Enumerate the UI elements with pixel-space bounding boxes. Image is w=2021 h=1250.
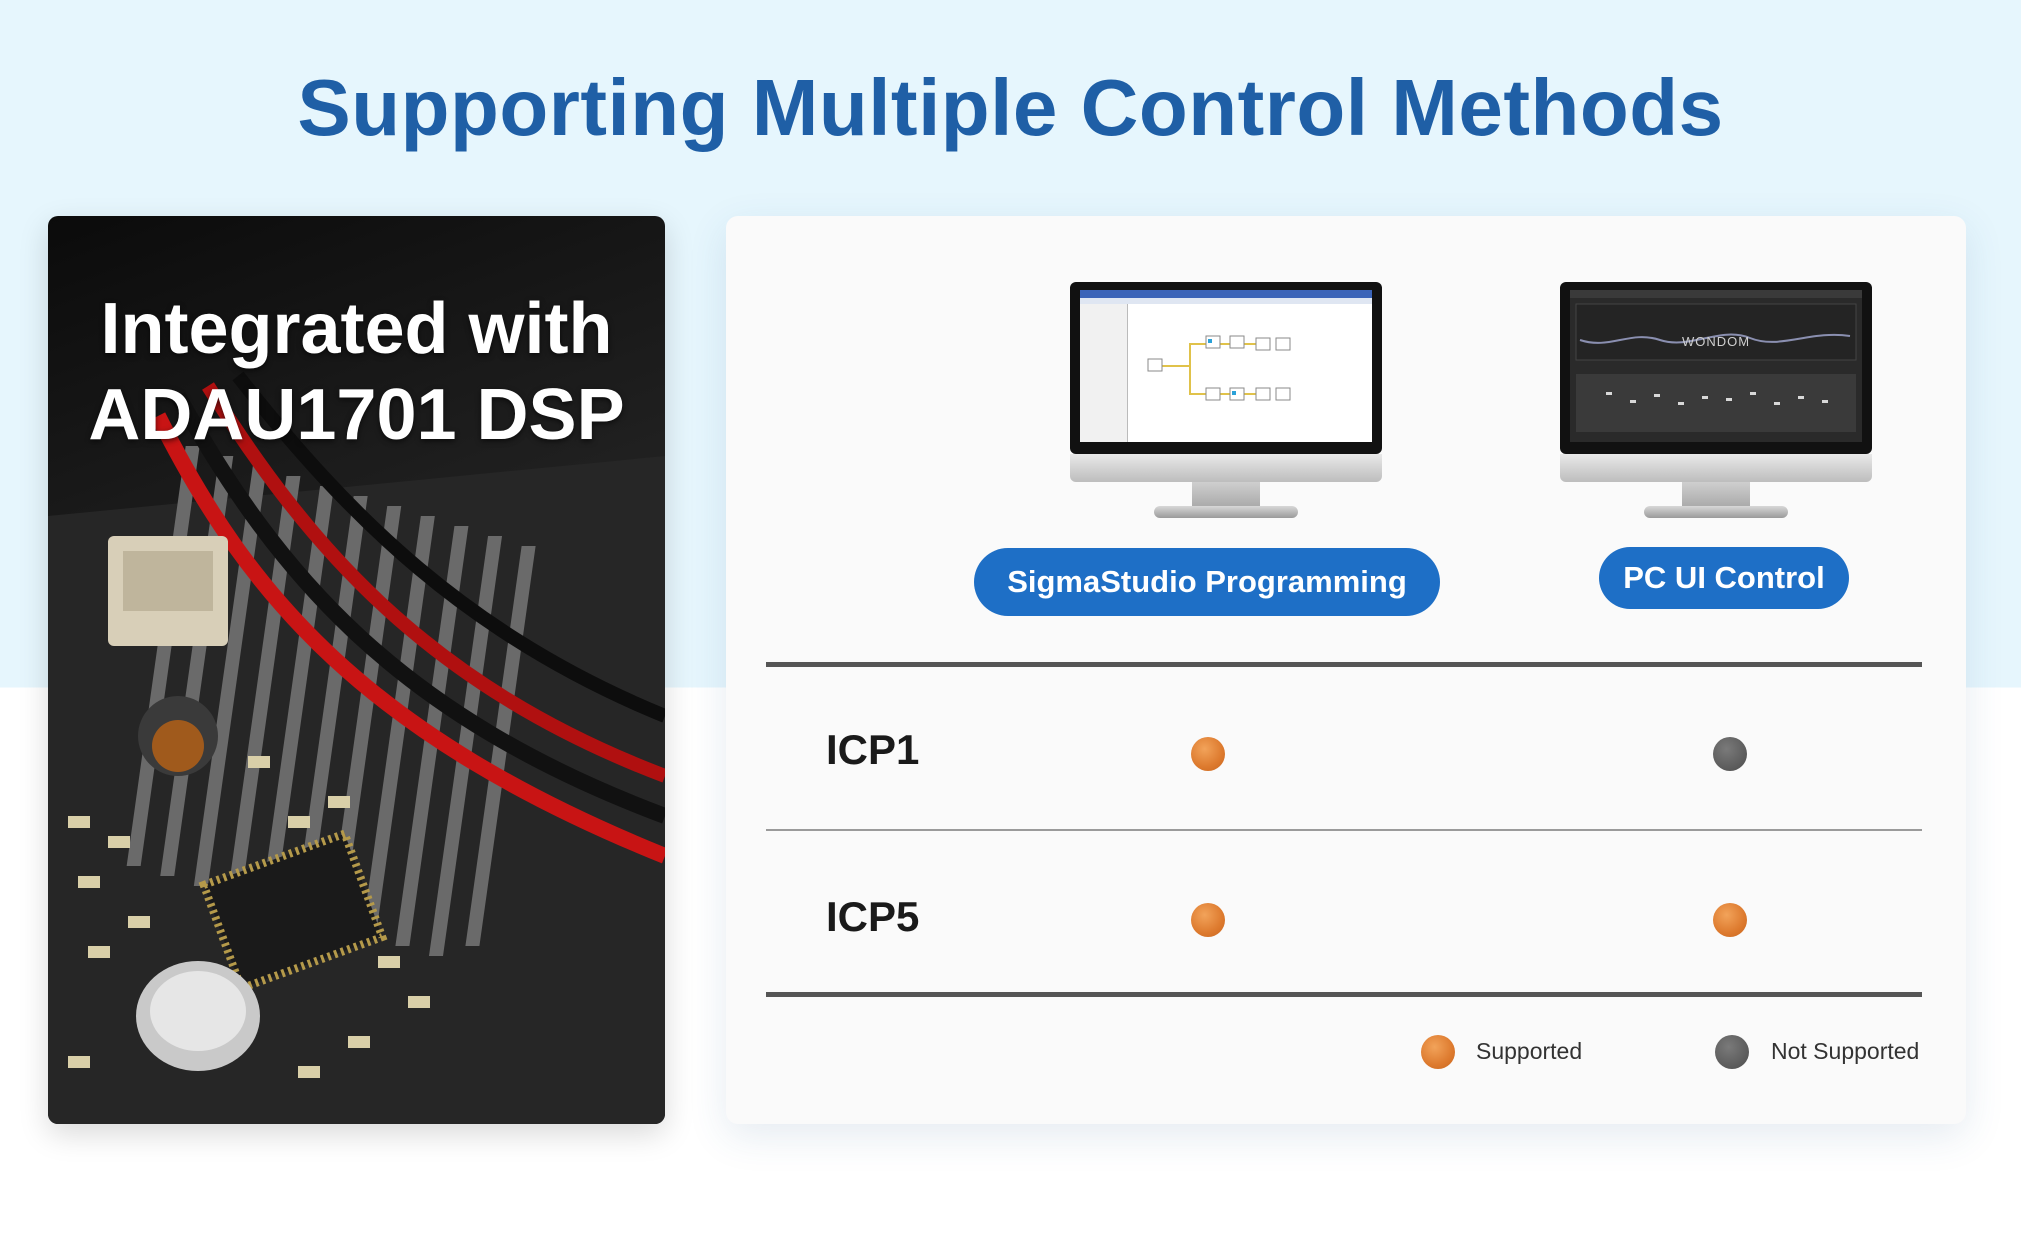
comparison-card: WONDOM SigmaStudio Progr: [726, 216, 1966, 1124]
photo-heading-line2: ADAU1701 DSP: [88, 375, 625, 455]
table-bottom-rule: [766, 992, 1922, 997]
legend-not-supported-label: Not Supported: [1771, 1038, 1920, 1064]
legend-not-supported-dot: [1715, 1035, 1749, 1069]
icp5-sigmastudio-supported-dot: [1191, 903, 1225, 937]
wondom-brand: WONDOM: [1681, 334, 1751, 349]
icp1-sigmastudio-supported-dot: [1191, 737, 1225, 771]
row-divider: [766, 829, 1922, 831]
pc-ui-screen: WONDOM: [1570, 290, 1862, 442]
page-title: Supporting Multiple Control Methods: [297, 63, 1724, 152]
photo-heading-line1: Integrated with: [100, 289, 613, 369]
pc-ui-control-label: PC UI Control: [1599, 547, 1849, 609]
icp1-pcui-not-supported-dot: [1713, 737, 1747, 771]
table-top-rule: [766, 662, 1922, 667]
row-label-icp5: ICP5: [826, 893, 920, 940]
icp5-pcui-supported-dot: [1713, 903, 1747, 937]
legend-supported-label: Supported: [1476, 1038, 1583, 1064]
circuit-board-illustration: [48, 371, 665, 1124]
dsp-board-photo: Integrated with ADAU1701 DSP: [48, 216, 665, 1124]
photo-heading: Integrated with ADAU1701 DSP: [48, 286, 665, 458]
legend-supported-dot: [1421, 1035, 1455, 1069]
sigmastudio-programming-label: SigmaStudio Programming: [974, 548, 1440, 616]
sigmastudio-screen: [1080, 290, 1372, 442]
row-label-icp1: ICP1: [826, 726, 920, 773]
